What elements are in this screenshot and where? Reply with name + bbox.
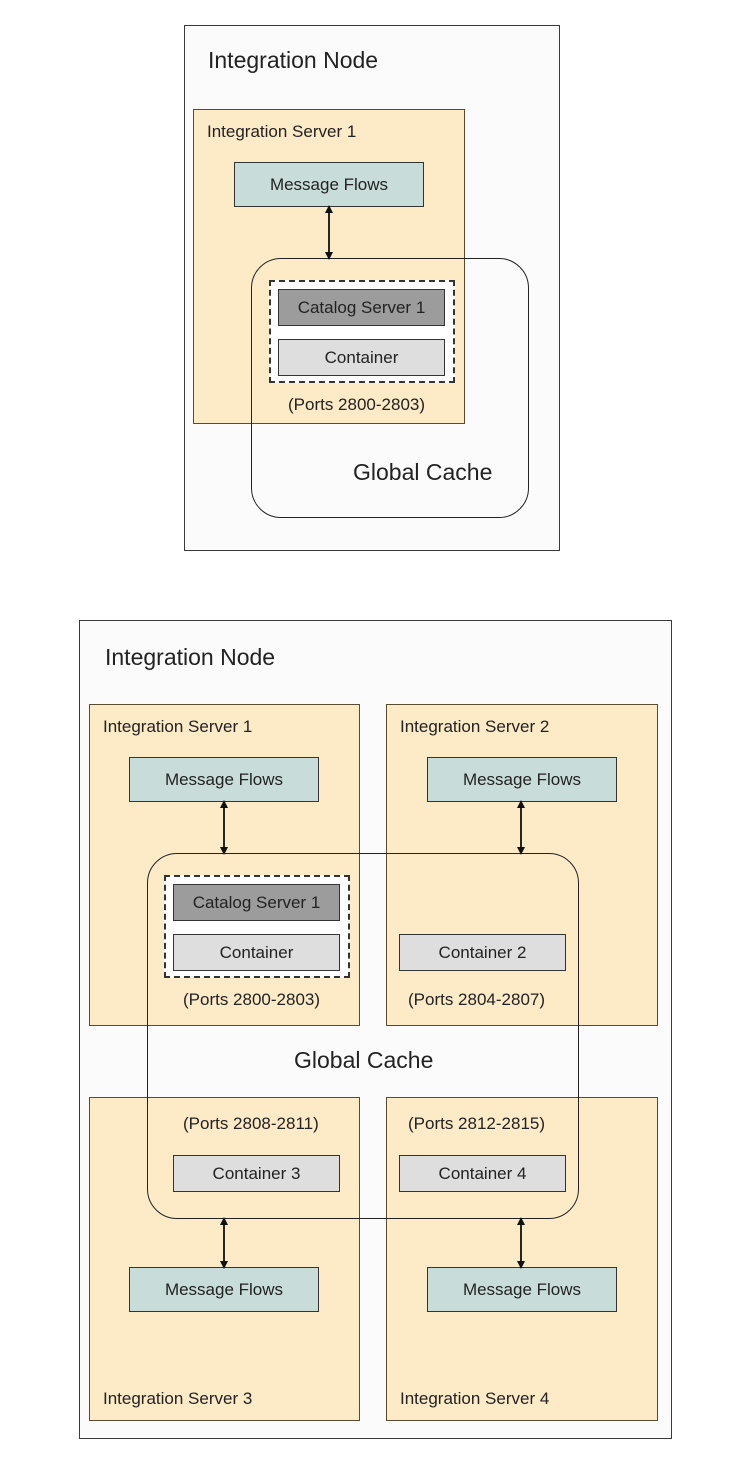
d2-global-cache-label: Global Cache	[294, 1047, 434, 1073]
d2-server-2-message-flows: Message Flows	[427, 757, 617, 802]
d1-server-1-title: Integration Server 1	[207, 122, 357, 141]
d1-ports-label: (Ports 2800-2803)	[288, 395, 426, 414]
d2-container-2: Container 2	[399, 934, 566, 971]
d2-server-1-title: Integration Server 1	[103, 717, 253, 736]
d2-server-3-ports: (Ports 2808-2811)	[183, 1114, 319, 1133]
d2-catalog-server-1: Catalog Server 1	[173, 884, 340, 921]
d2-server-4-ports: (Ports 2812-2815)	[408, 1114, 546, 1133]
d1-global-cache-label: Global Cache	[353, 459, 493, 485]
d2-server-4-message-flows: Message Flows	[427, 1267, 617, 1312]
d2-container-4: Container 4	[399, 1155, 566, 1192]
d1-catalog-server-1: Catalog Server 1	[278, 289, 445, 326]
d1-global-cache	[251, 258, 529, 518]
d2-server-1-message-flows: Message Flows	[129, 757, 319, 802]
d2-server-3-title: Integration Server 3	[103, 1389, 253, 1408]
node-title-2: Integration Node	[105, 644, 276, 670]
d2-global-cache	[147, 853, 579, 1219]
d2-server-2-title: Integration Server 2	[400, 717, 550, 736]
d2-server-1-container: Container	[173, 934, 340, 971]
d2-container-3: Container 3	[173, 1155, 340, 1192]
d1-container: Container	[278, 339, 445, 376]
d2-server-2-ports: (Ports 2804-2807)	[408, 990, 546, 1009]
d2-server-1-ports: (Ports 2800-2803)	[183, 990, 321, 1009]
d1-message-flows: Message Flows	[234, 162, 424, 207]
node-title-1: Integration Node	[208, 47, 379, 73]
d2-server-3-message-flows: Message Flows	[129, 1267, 319, 1312]
d2-server-4-title: Integration Server 4	[400, 1389, 550, 1408]
